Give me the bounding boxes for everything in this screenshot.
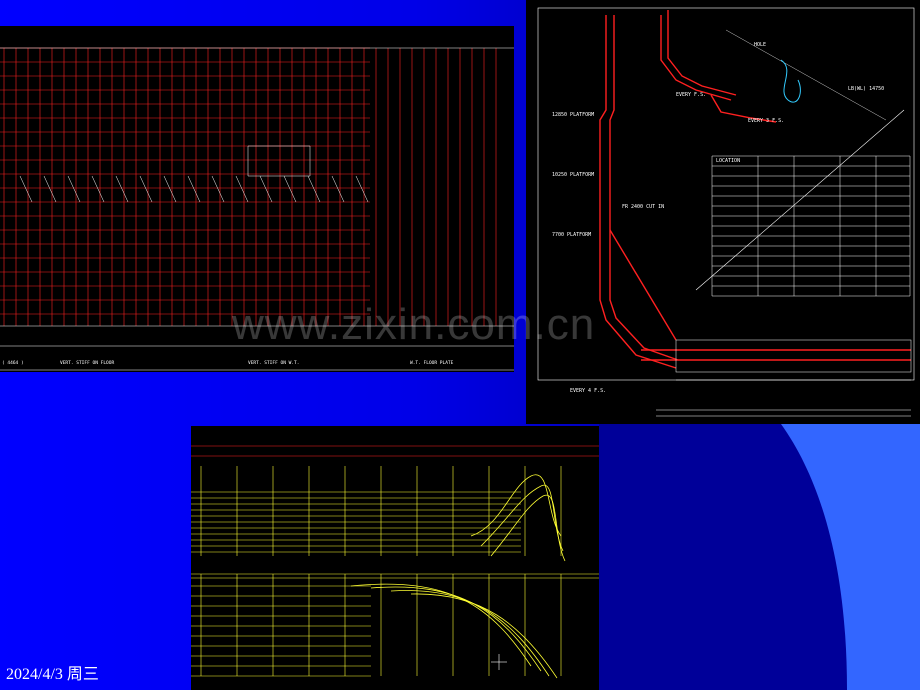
section-label-lb-note: LB(WL) 14750 bbox=[848, 86, 884, 92]
section-label-fr-note: FR 2400 CUT IN bbox=[622, 204, 664, 210]
deck-label-4: W.T. FLOOR PLATE bbox=[410, 360, 454, 366]
deck-label-3: VERT. STIFF ON W.T. bbox=[248, 360, 299, 366]
section-label-every-1: EVERY F.S. bbox=[676, 92, 706, 98]
footer-date: 2024/4/3 周三 bbox=[6, 666, 99, 683]
deck-label-1: ( 4464 ) bbox=[2, 360, 24, 366]
section-label-location: LOCATION bbox=[716, 158, 740, 164]
deck-label-2: VERT. STIFF ON FLOOR bbox=[60, 360, 114, 366]
section-label-every-2: EVERY 3 F.S. bbox=[748, 118, 784, 124]
section-label-platform-3: 7700 PLATFORM bbox=[552, 232, 591, 238]
decorative-corner-shape bbox=[599, 424, 920, 690]
section-drawing: 12850 PLATFORM 10250 PLATFORM 7700 PLATF… bbox=[526, 0, 920, 424]
watermark-text: www.zixin.com.cn bbox=[232, 300, 596, 349]
section-label-platform-1: 12850 PLATFORM bbox=[552, 112, 594, 118]
section-label-every-3: EVERY 4 F.S. bbox=[570, 388, 606, 394]
section-label-hole: HOLE bbox=[754, 42, 766, 48]
section-label-platform-2: 10250 PLATFORM bbox=[552, 172, 594, 178]
lines-plan-drawing bbox=[191, 426, 599, 690]
deck-plan-drawing: ( 4464 ) VERT. STIFF ON FLOOR VERT. STIF… bbox=[0, 26, 514, 372]
